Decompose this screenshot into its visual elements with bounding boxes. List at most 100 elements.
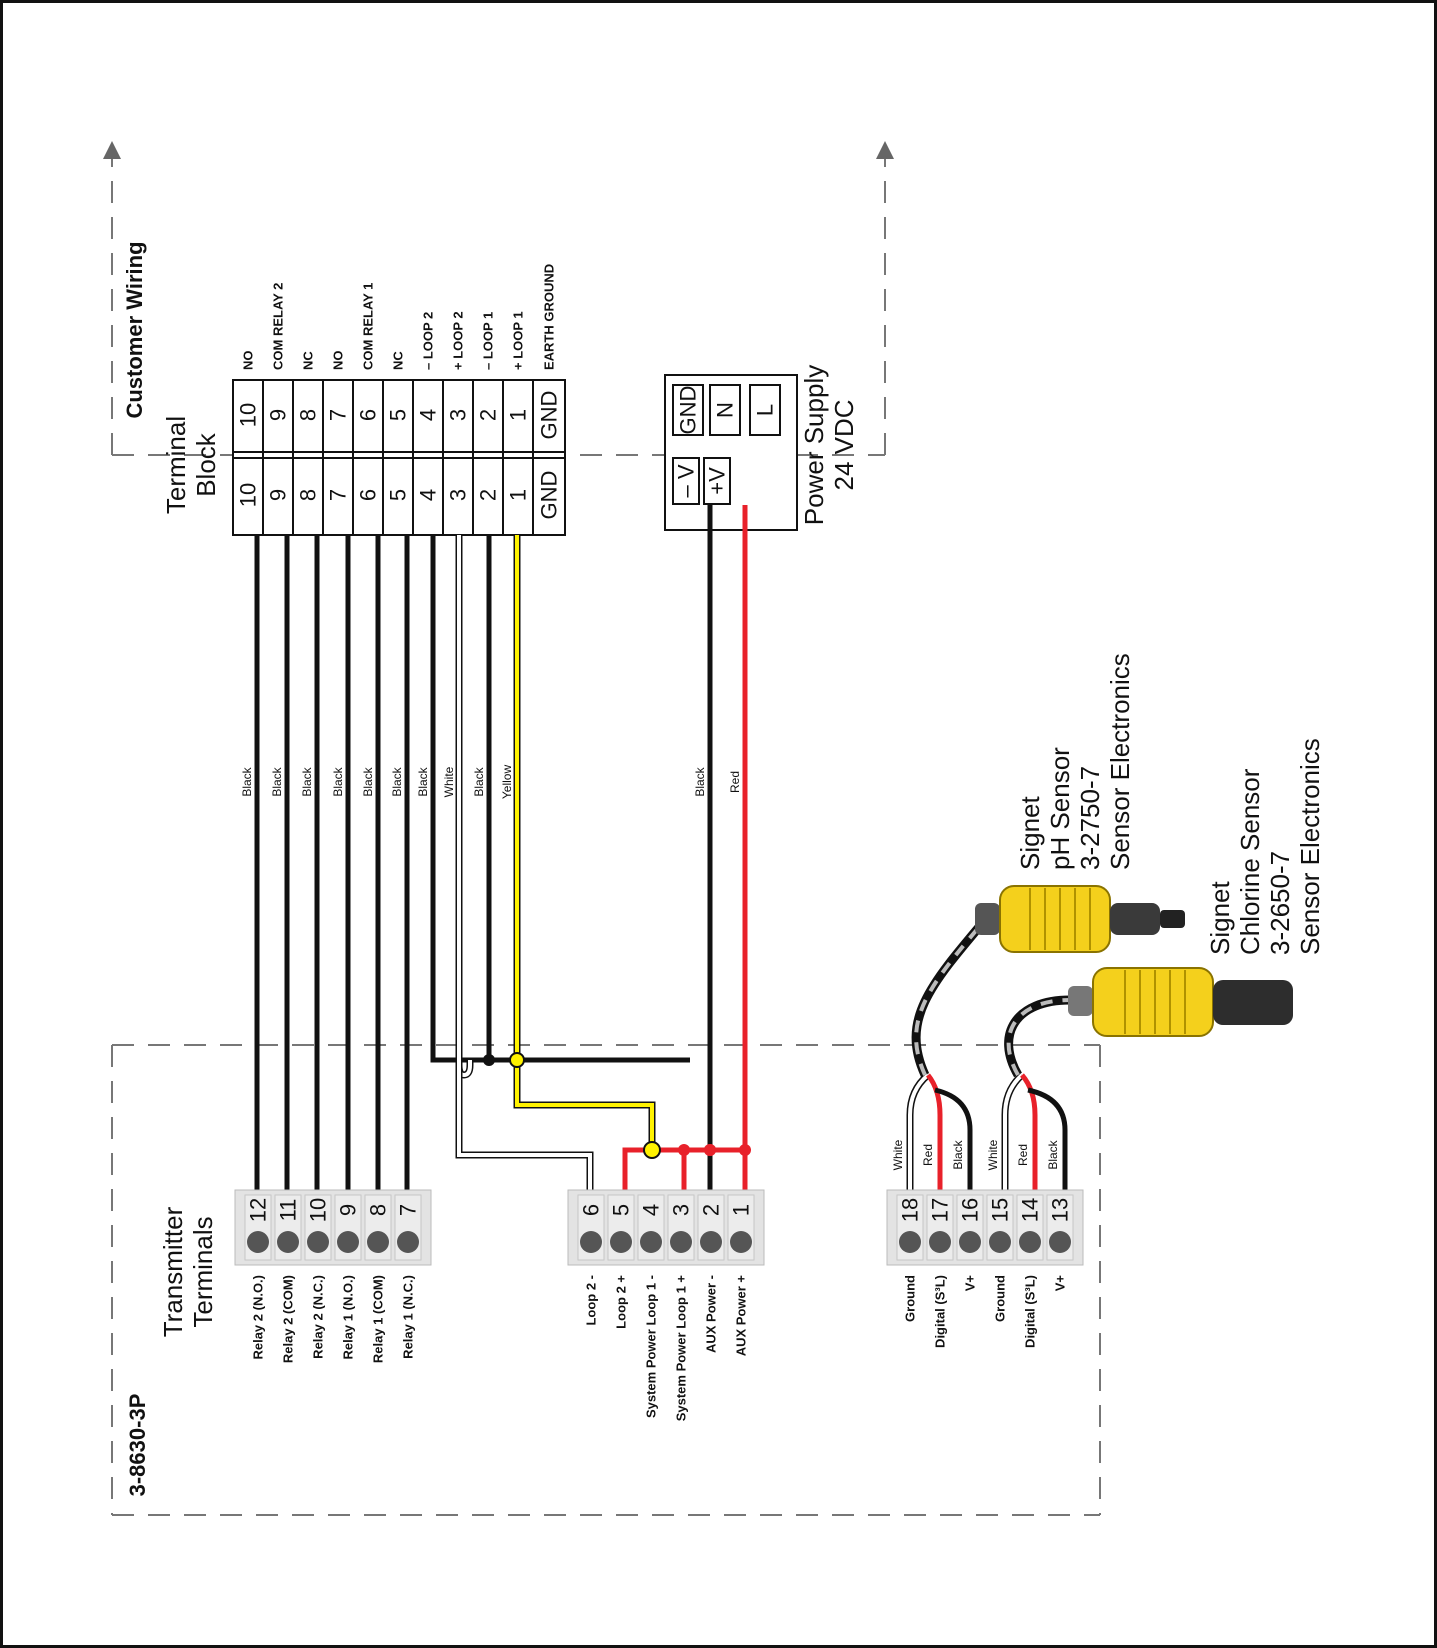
terminal-label: Relay 2 (N.C.) xyxy=(311,1275,326,1359)
terminal-number: 3 xyxy=(669,1204,694,1216)
terminal-block-left-number: 7 xyxy=(326,489,351,501)
terminal-block-left-number: 4 xyxy=(416,489,441,501)
sensor-wire-color-label: White xyxy=(891,1139,905,1170)
power-supply-output-box xyxy=(749,384,781,436)
transmitter-title-1: Transmitter xyxy=(158,1206,188,1337)
relay-wire-color-label: Black xyxy=(390,766,404,796)
relay-wire-color-label: Black xyxy=(300,766,314,796)
power-supply-output-label: L xyxy=(753,404,778,416)
terminal-block-left-number: 8 xyxy=(296,489,321,501)
terminal-label: Ground xyxy=(993,1275,1008,1322)
loop2-plus-wire xyxy=(457,535,472,1078)
terminal-screw xyxy=(337,1231,359,1253)
terminal-label: Digital (S³L) xyxy=(1023,1275,1038,1348)
transmitter-title-2: Terminals xyxy=(188,1216,218,1327)
terminal-screw xyxy=(989,1231,1011,1253)
terminal-label: System Power Loop 1 - xyxy=(644,1275,659,1418)
ph-sensor-label-line: Sensor Electronics xyxy=(1105,653,1135,870)
terminal-block-left-number: 5 xyxy=(386,489,411,501)
terminal-block-left-number: 10 xyxy=(236,483,261,507)
terminal-screw xyxy=(367,1231,389,1253)
terminal-screw xyxy=(610,1231,632,1253)
terminal-screw xyxy=(640,1231,662,1253)
terminal-number: 10 xyxy=(306,1198,331,1222)
ph-sensor-label-line: Signet xyxy=(1015,796,1045,870)
terminal-block-title-2: Block xyxy=(191,432,221,497)
terminal-number: 2 xyxy=(699,1204,724,1216)
terminal-block-function-label: COM RELAY 2 xyxy=(271,283,286,370)
junction-dot xyxy=(483,1054,495,1066)
terminal-number: 1 xyxy=(729,1204,754,1216)
terminal-label: Relay 1 (N.O.) xyxy=(341,1275,356,1360)
crossover-yellow xyxy=(643,1141,661,1159)
terminal-label: Relay 1 (COM) xyxy=(371,1275,386,1363)
loop-wire-color-label: Yellow xyxy=(500,765,514,800)
sensor-wire xyxy=(908,1073,930,1190)
sensor-wire-color-label: White xyxy=(986,1139,1000,1170)
sensor-wire xyxy=(1020,1073,1038,1190)
terminal-label: Relay 1 (N.C.) xyxy=(401,1275,416,1359)
sensor-wire-color-label: Red xyxy=(1016,1144,1030,1166)
terminal-block-right-number: 7 xyxy=(326,409,351,421)
terminal-block-right-number: 3 xyxy=(446,409,471,421)
terminal-block-left-number: 6 xyxy=(356,489,381,501)
terminal-block-function-label: COM RELAY 1 xyxy=(361,283,376,370)
chlorine-sensor-label-line: Sensor Electronics xyxy=(1295,738,1325,955)
chlorine-sensor-label-line: Signet xyxy=(1205,881,1235,955)
loop2-plus-wire-run xyxy=(457,1065,592,1190)
terminal-block-function-label: NC xyxy=(301,351,316,370)
power-supply-output-box xyxy=(709,384,741,436)
terminal-screw xyxy=(1019,1231,1041,1253)
chlorine-sensor-label-line: Chlorine Sensor xyxy=(1235,768,1265,955)
terminal-block-right-number: 6 xyxy=(356,409,381,421)
terminal-label: Loop 2 + xyxy=(614,1275,629,1329)
terminal-block-left-number: 3 xyxy=(446,489,471,501)
ph-sensor-connector xyxy=(911,885,1185,1077)
chlorine-sensor-label-line: 3-2650-7 xyxy=(1265,851,1295,955)
ph-sensor-label-line: pH Sensor xyxy=(1045,747,1075,870)
power-supply-input-label: +V xyxy=(705,467,730,495)
relay-wire-color-label: Black xyxy=(240,766,254,796)
terminal-screw xyxy=(580,1231,602,1253)
terminal-label: AUX Power + xyxy=(734,1275,749,1357)
terminal-screw xyxy=(397,1231,419,1253)
sensor-wire-color-label: Black xyxy=(1046,1139,1060,1169)
terminal-screw xyxy=(670,1231,692,1253)
terminal-block-left-number: 2 xyxy=(476,489,501,501)
terminal-number: 15 xyxy=(988,1198,1013,1222)
terminal-number: 13 xyxy=(1048,1198,1073,1222)
terminal-block-function-label: + LOOP 1 xyxy=(511,311,526,370)
terminal-label: System Power Loop 1 + xyxy=(674,1275,689,1422)
chlorine-sensor-connector xyxy=(1004,967,1293,1078)
terminal-screw xyxy=(247,1231,269,1253)
sensor-wire xyxy=(925,1073,943,1190)
terminal-block-function-label: – LOOP 2 xyxy=(421,312,436,370)
terminal-number: 5 xyxy=(609,1204,634,1216)
terminal-screw xyxy=(1049,1231,1071,1253)
junction-dot xyxy=(739,1144,751,1156)
terminal-label: Relay 2 (COM) xyxy=(281,1275,296,1363)
relay-wire-color-label: Black xyxy=(331,766,345,796)
terminal-screw xyxy=(307,1231,329,1253)
loop1-plus-wire xyxy=(515,535,654,1150)
terminal-block-left-number: 1 xyxy=(506,489,531,501)
sensor-wire-color-label: Black xyxy=(951,1139,965,1169)
terminal-block-function-label: EARTH GROUND xyxy=(542,264,557,370)
terminal-number: 16 xyxy=(958,1198,983,1222)
terminal-block-function-label: NO xyxy=(331,351,346,371)
power-supply-input-label: – V xyxy=(674,464,699,497)
terminal-number: 7 xyxy=(396,1204,421,1216)
power-supply-output-label: GND xyxy=(676,386,701,435)
loop-wire-color-label: Black xyxy=(416,766,430,796)
terminal-screw xyxy=(730,1231,752,1253)
terminal-number: 14 xyxy=(1018,1198,1043,1222)
sensor-wire-color-label: Red xyxy=(921,1144,935,1166)
terminal-screw xyxy=(929,1231,951,1253)
power-wire-color-label: Black xyxy=(693,766,707,796)
